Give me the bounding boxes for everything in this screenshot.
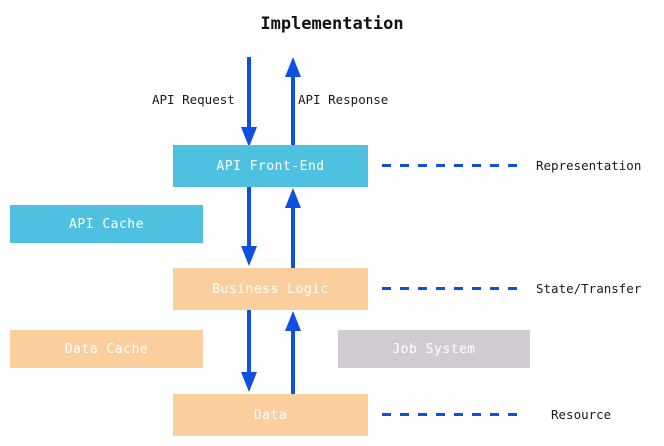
node-api-front-end[interactable]: API Front-End [173, 145, 368, 187]
edge-label-api-request: API Request [152, 92, 235, 107]
dashed-connector-representation [382, 164, 522, 167]
dashed-connector-state-transfer [382, 287, 522, 290]
node-api-cache[interactable]: API Cache [10, 205, 203, 243]
arrow-business-logic-to-front-end [285, 188, 301, 268]
node-data-label: Data [253, 407, 288, 423]
node-job-system-label: Job System [392, 341, 476, 357]
node-data-cache[interactable]: Data Cache [10, 330, 203, 368]
node-data-cache-label: Data Cache [64, 341, 149, 357]
arrow-api-request [241, 57, 257, 147]
side-label-state-transfer: State/Transfer [536, 281, 642, 296]
node-business-logic-label: Business Logic [212, 281, 329, 297]
page-title: Implementation [260, 14, 404, 34]
edge-label-api-response: API Response [298, 92, 389, 107]
arrow-business-logic-to-data [241, 310, 257, 392]
node-job-system[interactable]: Job System [338, 330, 530, 368]
node-api-cache-label: API Cache [69, 216, 144, 232]
arrow-api-response [285, 57, 301, 147]
side-label-resource: Resource [551, 407, 612, 422]
dashed-connector-resource [382, 413, 522, 416]
side-label-representation: Representation [536, 158, 642, 173]
node-business-logic[interactable]: Business Logic [173, 268, 368, 310]
arrow-front-end-to-business-logic [241, 187, 257, 266]
node-api-front-end-label: API Front-End [216, 158, 325, 174]
node-data[interactable]: Data [173, 394, 368, 436]
arrow-data-to-business-logic [285, 311, 301, 394]
